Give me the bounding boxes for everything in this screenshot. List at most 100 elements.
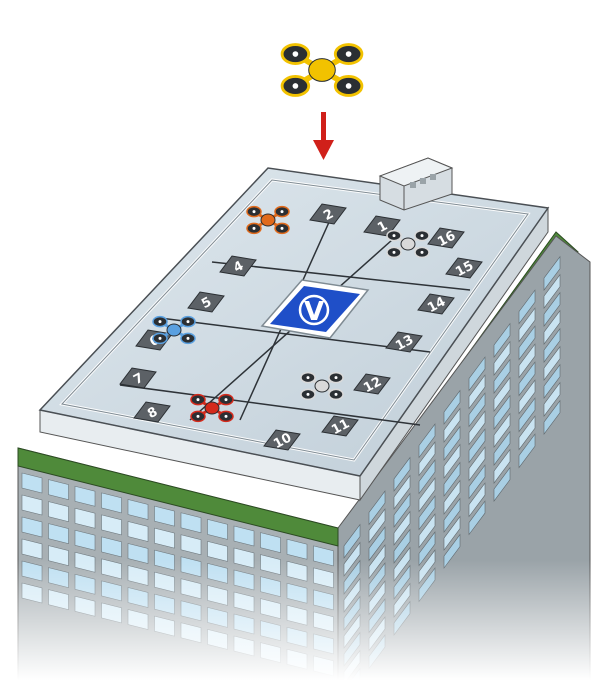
window-pane [207,518,228,540]
window-pane [233,525,255,547]
window-pane [21,494,43,516]
window-pane [493,322,511,358]
drone-icon [190,393,234,423]
window-pane [468,392,486,428]
window-pane [468,410,486,446]
logo-plate [270,286,360,332]
window-pane [543,381,561,417]
building-front-green-band [17,447,339,547]
drone-icon [246,205,290,235]
window-pane [518,397,536,433]
window-pane [468,428,486,464]
window-pane [101,492,122,514]
window-pane [418,495,436,531]
window-pane [393,528,411,564]
drone-icon [152,315,196,345]
window-pane [443,425,461,461]
landing-pad: 11 [321,415,359,438]
window-pane [543,273,561,309]
window-pane [468,482,486,518]
landing-pad: 10 [263,429,301,452]
window-pane [543,345,561,381]
window-pane [493,376,511,412]
window-pane [493,466,511,502]
window-pane [393,456,411,492]
window-pane [468,446,486,482]
window-pane [543,291,561,327]
central-logo-pad: V [260,279,370,339]
window-pane [518,379,536,415]
window-pane [418,459,436,495]
window-pane [543,399,561,435]
window-pane [74,529,96,551]
window-pane [154,527,175,549]
window-pane [286,538,308,560]
window-pane [74,485,96,507]
window-pane [343,523,361,559]
window-pane [518,307,536,343]
window-pane [518,289,536,325]
window-pane [48,501,69,523]
drones [152,205,430,423]
window-pane [493,340,511,376]
landing-pad: 8 [133,401,171,423]
landing-arrow [313,112,334,160]
window-pane [368,490,386,526]
window-pane [393,474,411,510]
window-pane [443,443,461,479]
landing-pad: 15 [445,257,483,280]
window-pane [393,492,411,528]
drone-icon [386,229,430,259]
window-pane [368,526,386,562]
window-pane [443,479,461,515]
bottom-fade [0,560,609,680]
window-pane [543,327,561,363]
drone-icon [280,43,364,97]
window-pane [518,343,536,379]
landing-pad: 13 [385,331,423,354]
window-pane [518,361,536,397]
window-pane [518,433,536,469]
window-pane [393,510,411,546]
window-pane [468,374,486,410]
window-pane [101,514,122,536]
window-pane [493,448,511,484]
window-pane [418,441,436,477]
logo-letter: V [304,297,324,327]
window-pane [443,515,461,551]
window-pane [493,394,511,430]
window-pane [468,464,486,500]
window-pane [468,500,486,536]
window-pane [518,325,536,361]
drone-icon [300,371,344,401]
landing-pad: 16 [427,227,465,250]
window-pane [154,505,175,527]
window-pane [418,477,436,513]
arriving-drone [280,43,364,97]
window-pane [21,472,43,494]
window-pane [368,508,386,544]
rooftop-utility-box [378,157,454,211]
window-pane [543,255,561,291]
window-pane [518,415,536,451]
window-pane [21,538,43,560]
window-pane [493,430,511,466]
landing-pad: 14 [417,293,455,316]
window-pane [493,358,511,394]
window-pane [443,461,461,497]
window-pane [127,499,149,520]
window-pane [127,521,149,542]
arrow-down-icon [313,140,334,160]
window-pane [260,532,281,554]
window-pane [418,423,436,459]
landing-pad: 12 [353,373,391,396]
window-pane [101,536,122,558]
window-pane [74,507,96,529]
landing-pad: 7 [119,367,157,389]
window-pane [443,497,461,533]
landing-pad: 2 [309,203,347,225]
window-pane [180,512,202,534]
window-pane [443,389,461,425]
window-pane [543,309,561,345]
